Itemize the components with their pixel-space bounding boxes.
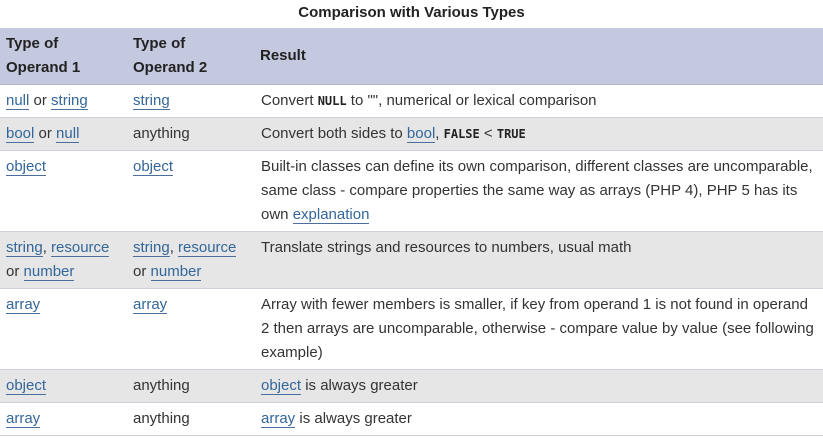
cell-text: , — [435, 125, 444, 142]
operand-2-cell: string — [127, 84, 254, 118]
header-operand-1: Type of Operand 1 — [0, 28, 127, 85]
result-cell: object is always greater — [254, 369, 823, 403]
type-link[interactable]: bool — [6, 125, 35, 143]
operand-1-cell: string, resource or number — [0, 231, 127, 289]
operand-1-cell: null or string — [0, 84, 127, 118]
cell-text: Built-in classes can define its own comp… — [261, 158, 813, 223]
cell-text: Array with fewer members is smaller, if … — [261, 296, 814, 361]
type-link[interactable]: number — [150, 263, 202, 281]
table-row: object anything object is always greater — [0, 369, 823, 403]
cell-text: anything — [133, 410, 190, 427]
table-row: array array Array with fewer members is sm… — [0, 288, 823, 370]
cell-text: is always greater — [295, 410, 412, 427]
type-link[interactable]: null — [6, 92, 30, 110]
cell-text: , — [169, 239, 179, 256]
table-row: array anything array is always greater — [0, 402, 823, 436]
operand-2-cell: anything — [127, 369, 254, 403]
cell-text: anything — [133, 125, 190, 142]
cell-text: or — [133, 263, 151, 280]
operand-1-cell: array — [0, 288, 127, 370]
keyword-constant: NULL — [317, 94, 347, 108]
header-operand-2: Type of Operand 2 — [127, 28, 254, 85]
cell-text: or — [6, 263, 24, 280]
type-link[interactable]: resource — [178, 239, 237, 257]
type-link[interactable]: string — [133, 239, 170, 257]
type-link[interactable]: object — [6, 158, 47, 176]
header-row: Type of Operand 1 Type of Operand 2 Resu… — [0, 28, 823, 85]
operand-2-cell: anything — [127, 117, 254, 151]
type-link[interactable]: array — [133, 296, 168, 314]
operand-1-cell: bool or null — [0, 117, 127, 151]
type-link[interactable]: bool — [406, 125, 436, 143]
operand-1-cell: object — [0, 150, 127, 232]
type-link[interactable]: array — [6, 296, 41, 314]
cell-text: is always greater — [301, 377, 418, 394]
type-link[interactable]: resource — [51, 239, 110, 257]
result-cell: Array with fewer members is smaller, if … — [254, 288, 823, 370]
operand-2-cell: string, resource or number — [127, 231, 254, 289]
operand-2-cell: anything — [127, 402, 254, 436]
result-cell: array is always greater — [254, 402, 823, 436]
type-link[interactable]: string — [6, 239, 43, 257]
type-link[interactable]: object — [261, 377, 302, 395]
result-cell: Built-in classes can define its own comp… — [254, 150, 823, 232]
result-cell: Convert NULL to "", numerical or lexical… — [254, 84, 823, 118]
type-link[interactable]: array — [6, 410, 41, 428]
type-link[interactable]: null — [56, 125, 80, 143]
type-link[interactable]: string — [51, 92, 88, 110]
cell-text: Translate strings and resources to numbe… — [261, 239, 632, 256]
type-link[interactable]: object — [133, 158, 174, 176]
operand-2-cell: object — [127, 150, 254, 232]
type-link[interactable]: number — [23, 263, 75, 281]
cell-text: or — [34, 125, 57, 142]
operand-1-cell: object — [0, 369, 127, 403]
type-link[interactable]: object — [6, 377, 47, 395]
header-result: Result — [254, 28, 823, 85]
cell-text: Convert — [261, 92, 318, 109]
cell-text: anything — [133, 377, 190, 394]
result-cell: Convert both sides to bool, FALSE < TRUE — [254, 117, 823, 151]
type-link[interactable]: string — [133, 92, 170, 110]
cell-text: < — [479, 125, 497, 142]
operand-2-cell: array — [127, 288, 254, 370]
cell-text: Convert both sides to — [261, 125, 407, 142]
cell-text: or — [29, 92, 52, 109]
table-row: bool or null anything Convert both sides t… — [0, 117, 823, 151]
table-row: object object Built-in classes can define … — [0, 150, 823, 232]
cell-text: , — [42, 239, 52, 256]
comparison-table: Type of Operand 1 Type of Operand 2 Resu… — [0, 28, 823, 436]
type-link[interactable]: explanation — [292, 206, 370, 224]
cell-text: to "", numerical or lexical comparison — [346, 92, 597, 109]
result-cell: Translate strings and resources to numbe… — [254, 231, 823, 289]
keyword-constant: TRUE — [496, 127, 526, 141]
table-caption: Comparison with Various Types — [298, 4, 525, 21]
operand-1-cell: array — [0, 402, 127, 436]
type-link[interactable]: array — [261, 410, 296, 428]
keyword-constant: FALSE — [443, 127, 480, 141]
